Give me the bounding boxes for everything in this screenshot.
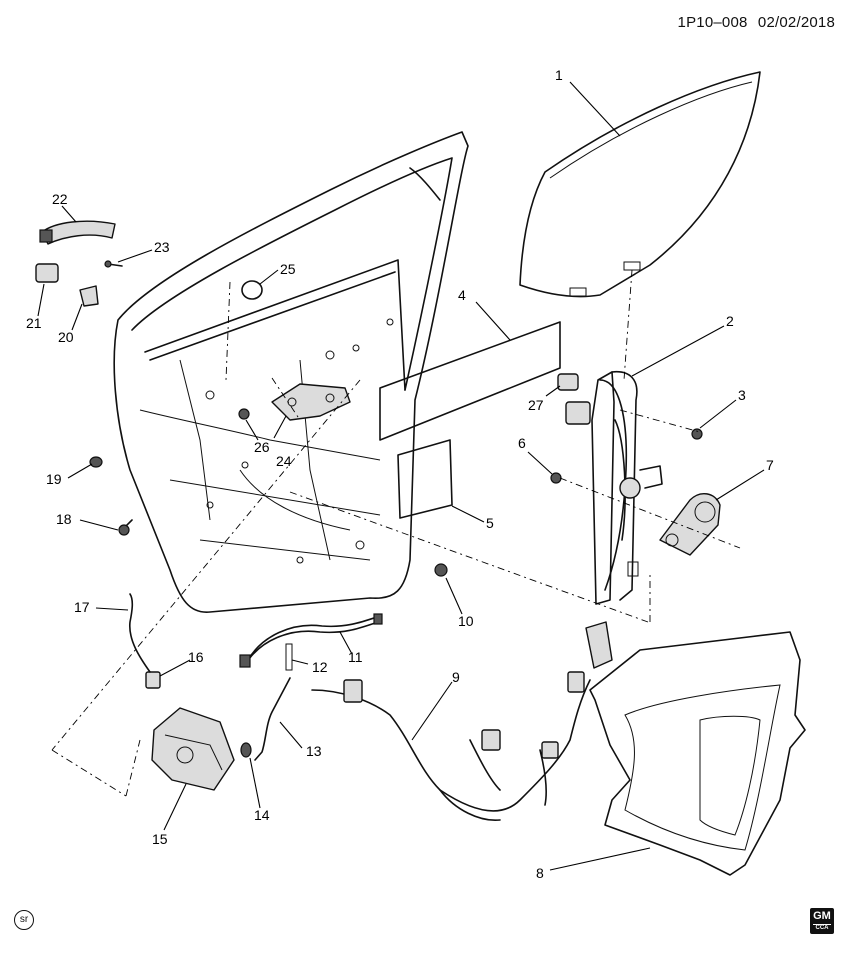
part-13-rod xyxy=(254,677,291,761)
part-11-cable xyxy=(239,613,383,668)
part-21-handle-cap xyxy=(35,263,59,283)
diagram-code: 1P10–008 xyxy=(677,14,748,31)
part-17-lock-rod xyxy=(129,593,151,673)
part-15-door-latch xyxy=(151,707,235,791)
part-24-handle-bracket xyxy=(271,383,351,421)
part-16-clip xyxy=(145,671,161,689)
gm-logo: GM CCA xyxy=(810,908,834,934)
part-12-clip xyxy=(285,643,293,671)
callout-6: 6 xyxy=(518,435,526,451)
callout-numbers: 1 2 3 4 5 6 7 8 9 10 11 12 13 14 15 16 1… xyxy=(26,67,774,881)
callout-23: 23 xyxy=(154,239,170,255)
callout-25: 25 xyxy=(280,261,296,277)
part-8-trim-panel xyxy=(589,631,806,876)
part-26-nut xyxy=(238,408,250,420)
part-25-plug xyxy=(241,280,263,300)
callout-15: 15 xyxy=(152,831,168,847)
callout-10: 10 xyxy=(458,613,474,629)
part-3-bolt xyxy=(691,428,703,440)
callout-3: 3 xyxy=(738,387,746,403)
part-27-clip xyxy=(557,373,579,391)
callout-1: 1 xyxy=(555,67,563,83)
sr-mark: sr xyxy=(14,910,34,930)
part-7-window-motor xyxy=(659,493,721,556)
callout-19: 19 xyxy=(46,471,62,487)
diagram-date: 02/02/2018 xyxy=(757,14,835,31)
callout-22: 22 xyxy=(52,191,68,207)
callout-20: 20 xyxy=(58,329,74,345)
callout-27: 27 xyxy=(528,397,544,413)
callout-26: 26 xyxy=(254,439,270,455)
part-23-screw xyxy=(104,260,123,268)
part-10-grommet xyxy=(434,563,448,577)
leader-lines xyxy=(37,81,765,871)
gm-logo-sub: CCA xyxy=(813,924,831,932)
part-18-pin xyxy=(118,519,133,536)
gm-logo-text: GM xyxy=(813,910,831,922)
callout-18: 18 xyxy=(56,511,72,527)
part-20-gasket xyxy=(79,285,99,307)
part-14-bushing xyxy=(240,742,252,758)
door-frame xyxy=(113,131,469,613)
part-22-outside-handle xyxy=(39,220,116,245)
callout-8: 8 xyxy=(536,865,544,881)
part-19-grommet xyxy=(89,456,103,468)
callout-5: 5 xyxy=(486,515,494,531)
part-9-wiring-harness xyxy=(311,621,613,821)
callout-4: 4 xyxy=(458,287,466,303)
callout-24: 24 xyxy=(276,453,292,469)
part-2-window-regulator xyxy=(565,371,663,605)
part-1-window-glass xyxy=(519,71,761,298)
diagram-header: 1P10–008 02/02/2018 xyxy=(672,14,835,31)
callout-17: 17 xyxy=(74,599,90,615)
callout-16: 16 xyxy=(188,649,204,665)
part-6-bolt xyxy=(550,472,562,484)
callout-13: 13 xyxy=(306,743,322,759)
callout-9: 9 xyxy=(452,669,460,685)
part-5-deadener-pad xyxy=(397,439,453,519)
phantom-lines xyxy=(51,269,741,797)
callout-21: 21 xyxy=(26,315,42,331)
part-4-sound-pad xyxy=(379,321,561,441)
callout-14: 14 xyxy=(254,807,270,823)
callout-7: 7 xyxy=(766,457,774,473)
callout-11: 11 xyxy=(348,649,363,665)
callout-2: 2 xyxy=(726,313,734,329)
callout-12: 12 xyxy=(312,659,328,675)
